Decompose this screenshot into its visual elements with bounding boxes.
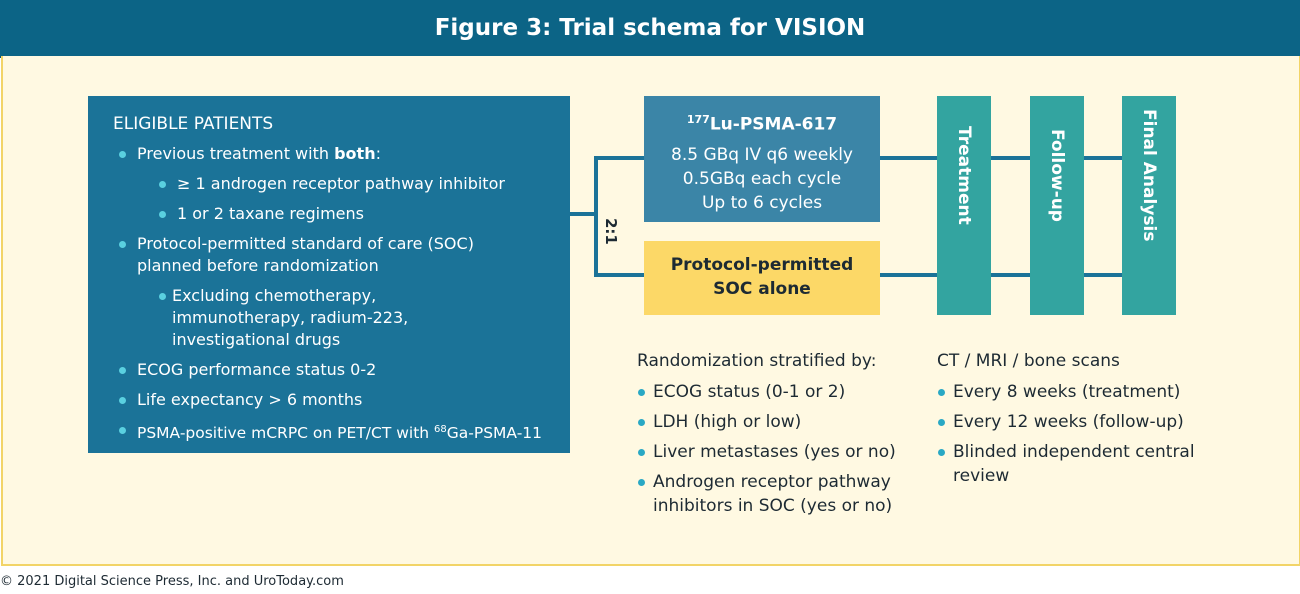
bullet-icon (119, 427, 126, 434)
bullet-icon (638, 449, 645, 456)
phase-treatment: Treatment (937, 96, 991, 315)
stratification-item: Androgen receptor pathway inhibitors in … (637, 470, 903, 518)
stratification-title: Randomization stratified by: (637, 351, 877, 371)
bullet-icon (638, 419, 645, 426)
scans-title: CT / MRI / bone scans (937, 351, 1120, 371)
eligibility-item: PSMA-positive mCRPC on PET/CT with 68Ga-… (113, 419, 570, 444)
stratification-item: Liver metastases (yes or no) (637, 440, 917, 464)
eligibility-item: Previous treatment with both: (113, 143, 570, 165)
connector-elig-to-split (570, 212, 596, 216)
connector-to-soc-arm (594, 273, 646, 277)
eligibility-subitem: 1 or 2 taxane regimens (113, 203, 570, 225)
copyright-footer: © 2021 Digital Science Press, Inc. and U… (0, 574, 344, 589)
lu-psma-cycles: Up to 6 cycles (701, 192, 823, 213)
eligibility-item: Protocol-permitted standard of care (SOC… (113, 233, 537, 277)
eligibility-item: Life expectancy > 6 months (113, 389, 570, 411)
eligibility-item: ECOG performance status 0-2 (113, 359, 570, 381)
connector-to-lu-arm (594, 156, 646, 160)
lu-psma-arm-box: 177Lu-PSMA-617 8.5 GBq IV q6 weekly 0.5G… (644, 96, 880, 222)
phase-final-analysis: Final Analysis (1122, 96, 1176, 315)
bullet-icon (938, 389, 945, 396)
bullet-icon (638, 389, 645, 396)
bullet-icon (159, 211, 166, 218)
figure-title: Figure 3: Trial schema for VISION (0, 0, 1300, 58)
bullet-icon (159, 181, 166, 188)
phase-follow-up: Follow-up (1030, 96, 1084, 315)
bullet-icon (119, 397, 126, 404)
bullet-icon (119, 241, 126, 248)
bullet-icon (638, 479, 645, 486)
bullet-icon (159, 293, 166, 300)
stratification-item: LDH (high or low) (637, 410, 917, 434)
scans-item: Every 12 weeks (follow-up) (937, 410, 1217, 434)
bullet-icon (119, 151, 126, 158)
lu-psma-arm-title: 177Lu-PSMA-617 (686, 113, 838, 135)
scans-item: Blinded independent central review (937, 440, 1208, 488)
lu-psma-cycle-dose: 0.5GBq each cycle (682, 168, 842, 189)
stratification-item: ECOG status (0-1 or 2) (637, 380, 917, 404)
lu-psma-dose: 8.5 GBq IV q6 weekly (671, 144, 853, 165)
scans-item: Every 8 weeks (treatment) (937, 380, 1217, 404)
eligibility-subitem: ≥ 1 androgen receptor pathway inhibitor (113, 173, 570, 195)
connector-soc-to-phases (880, 273, 1124, 277)
eligibility-subitem: Excluding chemotherapy, immunotherapy, r… (113, 285, 512, 351)
soc-arm-box: Protocol-permitted SOC alone (644, 241, 880, 315)
eligibility-title: ELIGIBLE PATIENTS (113, 114, 274, 134)
bullet-icon (938, 449, 945, 456)
eligibility-box: ELIGIBLE PATIENTS Previous treatment wit… (88, 96, 570, 453)
randomization-ratio: 2:1 (602, 218, 620, 245)
bullet-icon (938, 419, 945, 426)
stratification-list: Randomization stratified by: ECOG status… (637, 350, 917, 524)
connector-lu-to-phases (880, 156, 1124, 160)
bullet-icon (119, 367, 126, 374)
connector-split-vertical (594, 156, 598, 277)
scans-list: CT / MRI / bone scans Every 8 weeks (tre… (937, 350, 1217, 494)
